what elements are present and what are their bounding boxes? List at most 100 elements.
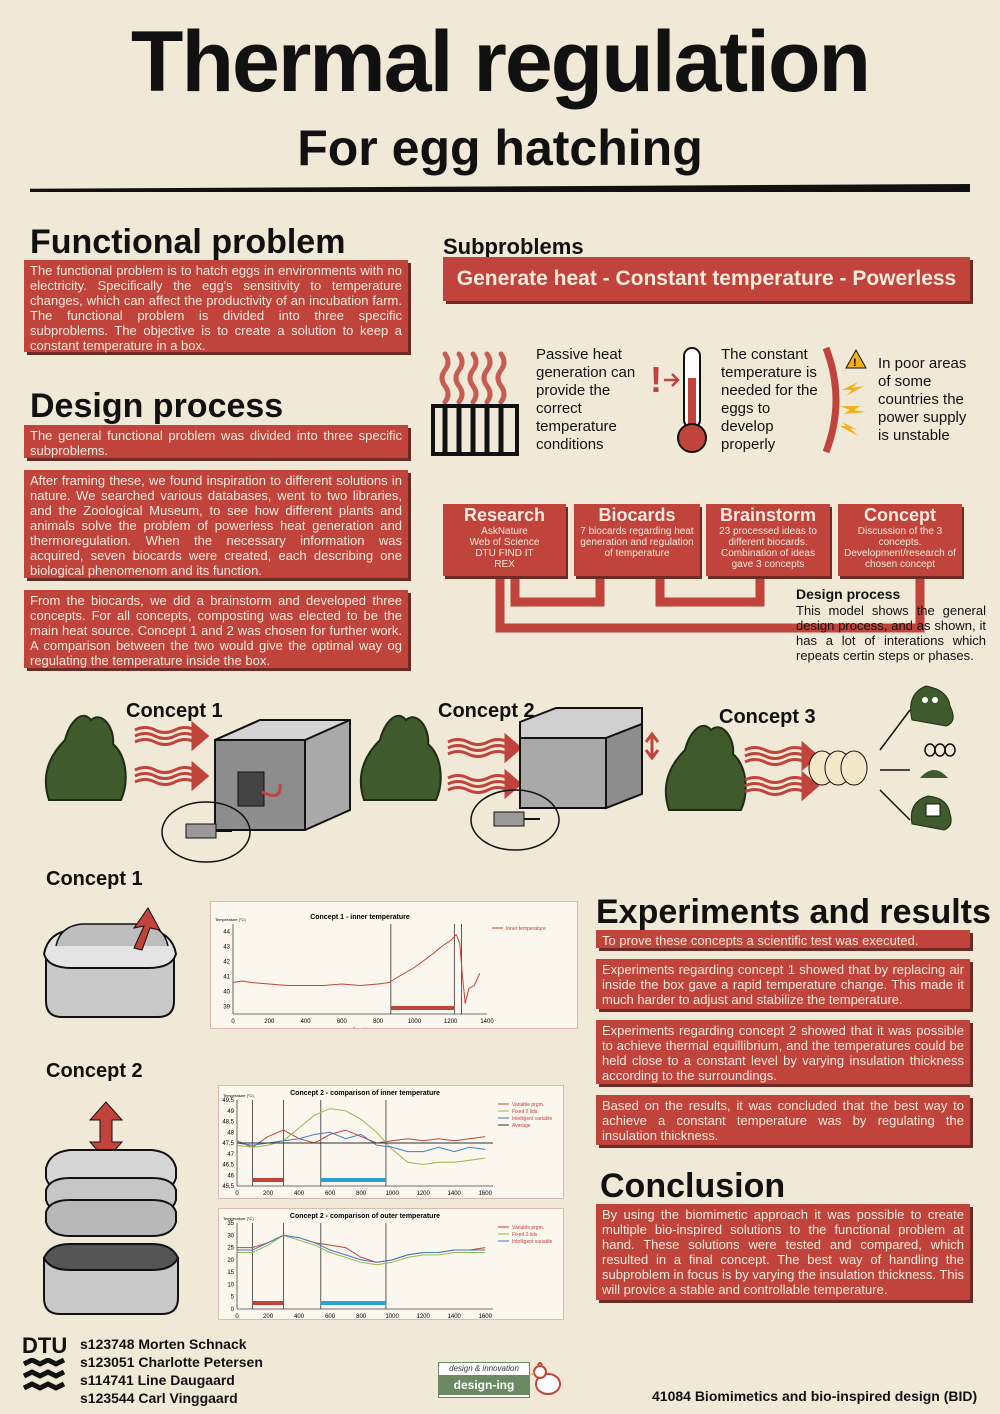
- title-rule: [30, 184, 970, 192]
- subproblem-power-text: In poor areas of some countries the powe…: [878, 355, 967, 444]
- stage-brainstorm-title: Brainstorm: [719, 505, 817, 525]
- chart1-xtick: 1400: [448, 1191, 462, 1197]
- chart2-ytick: 20: [227, 1258, 234, 1264]
- concept3-label: Concept 3: [719, 706, 816, 728]
- chart2-xtick: 400: [294, 1314, 305, 1320]
- process-note-heading: Design process: [796, 586, 901, 602]
- course-label: 41084 Biomimetics and bio-inspired desig…: [652, 1388, 978, 1404]
- chart2-legend-label: Intelligent variable: [512, 1239, 553, 1245]
- chart1-title: Concept 2 - comparison of inner temperat…: [290, 1090, 440, 1097]
- chart1-xlabel: Time (s): [358, 1198, 373, 1199]
- author-list: s123748 Morten Schnack s123051 Charlotte…: [80, 1335, 263, 1407]
- chart1-legend-label: Fixed 2 lids: [512, 1109, 538, 1115]
- poster-subtitle: For egg hatching: [297, 120, 703, 176]
- experiments-text-3: Experiments regarding concept 2 showed t…: [596, 1020, 970, 1084]
- chart1-ytick: 45,5: [222, 1184, 234, 1190]
- chart0-xlabel: Time (s): [353, 1026, 368, 1029]
- chart2-ytick: 15: [227, 1270, 234, 1276]
- stage-biocards-title: Biocards: [598, 505, 676, 525]
- chart2-ytick: 10: [227, 1282, 234, 1288]
- chart1-ytick: 47: [227, 1152, 234, 1158]
- design-heading: Design process: [30, 387, 284, 425]
- concept2-side-label: Concept 2: [46, 1060, 143, 1082]
- chart1-xtick: 400: [294, 1191, 305, 1197]
- chart2-ytick: 5: [231, 1295, 235, 1301]
- subproblems-heading: Subproblems: [443, 234, 584, 259]
- experiments-text-4: Based on the results, it was concluded t…: [596, 1095, 970, 1145]
- author-4: s123544 Carl Vinggaard: [80, 1390, 238, 1406]
- chart2-xtick: 600: [325, 1314, 336, 1320]
- chart2-ytick: 25: [227, 1246, 234, 1252]
- radiator-icon: [431, 351, 519, 456]
- chart2-ytick: 35: [227, 1221, 234, 1227]
- stage-research-title: Research: [463, 505, 546, 525]
- chart1-ylabel: Temperature (°C): [223, 1093, 254, 1098]
- experiments-heading: Experiments and results: [596, 893, 991, 931]
- concept1-side-label: Concept 1: [46, 868, 143, 890]
- poster-title: Thermal regulation: [130, 14, 871, 110]
- process-note-text: This model shows the general design proc…: [796, 603, 986, 663]
- design-ing-badge: design & innovation design-ing: [438, 1362, 530, 1398]
- chicken-icon: [530, 1362, 561, 1395]
- author-3: s114741 Line Daugaard: [80, 1372, 235, 1388]
- chart1-xtick: 1200: [417, 1191, 431, 1197]
- subproblem-temperature-text: The constant temperature is needed for t…: [721, 346, 818, 453]
- process-loop-arrows: [495, 576, 925, 633]
- chart0-legend-label: Inner temperature: [506, 926, 546, 932]
- concept1-box-illustration: [42, 907, 178, 1018]
- conclusion-heading: Conclusion: [600, 1167, 786, 1205]
- chart1-ytick: 46: [227, 1173, 234, 1179]
- chart1-series-line: [236, 1131, 486, 1153]
- chart1-legend-label: Intelligent variable: [512, 1116, 553, 1122]
- chart0-ytick: 44: [223, 930, 230, 936]
- chart0-ytick: 39: [223, 1005, 230, 1011]
- functional-text: The functional problem is to hatch eggs …: [24, 260, 408, 353]
- concept2-box-illustration: [42, 1101, 180, 1315]
- chart1-ytick: 48,5: [222, 1120, 234, 1126]
- chart2-xtick: 1400: [448, 1314, 462, 1320]
- chart0-xtick: 1200: [444, 1019, 458, 1025]
- conclusion-text: By using the biomimetic approach it was …: [596, 1204, 970, 1300]
- subproblems-bar: Generate heat - Constant temperature - P…: [443, 257, 970, 301]
- chart2-xtick: 0: [235, 1314, 239, 1320]
- concept-illustrations: [44, 685, 956, 863]
- chart2-xtick: 1600: [479, 1314, 493, 1320]
- concept1-label: Concept 1: [126, 700, 223, 722]
- chart0-ylabel: Temperature (°C): [215, 917, 246, 922]
- chart0-xtick: 600: [337, 1019, 348, 1025]
- concept2-label: Concept 2: [438, 700, 535, 722]
- author-2: s123051 Charlotte Petersen: [80, 1354, 263, 1370]
- chart1-ytick: 49: [227, 1109, 234, 1115]
- chart1-ytick: 49,5: [222, 1098, 234, 1104]
- experiments-text-2: Experiments regarding concept 1 showed t…: [596, 959, 970, 1009]
- badge-bottom-text: design-ing: [439, 1375, 529, 1395]
- stage-brainstorm-desc: 23 processed ideas to different biocards…: [719, 526, 817, 570]
- chart1-legend-label: Average: [512, 1123, 531, 1129]
- chart0-ytick: 42: [223, 960, 230, 966]
- chart2-ytick: 0: [231, 1307, 235, 1313]
- power-warning-icon: !: [822, 346, 867, 454]
- svg-text:!: !: [650, 359, 662, 400]
- design-text-1: The general functional problem was divid…: [24, 425, 408, 458]
- chart1-xtick: 0: [235, 1191, 239, 1197]
- dtu-logo: DTU: [22, 1334, 70, 1403]
- svg-text:!: !: [853, 357, 857, 369]
- chart0-ytick: 41: [223, 975, 230, 981]
- dtu-waves-icon: [22, 1357, 66, 1391]
- design-text-2: After framing these, we found inspiratio…: [24, 470, 408, 578]
- chart1-legend-label: Variable prgm.: [512, 1102, 544, 1108]
- chart2-ylabel: Temperature (°C): [223, 1216, 254, 1221]
- dtu-logo-text: DTU: [22, 1333, 68, 1358]
- design-text-3: From the biocards, we did a brainstorm a…: [24, 590, 408, 668]
- stage-biocards: Biocards 7 biocards regarding heat gener…: [574, 504, 700, 576]
- chart0-xtick: 1400: [480, 1019, 494, 1025]
- author-1: s123748 Morten Schnack: [80, 1336, 247, 1352]
- chart2-series-line: [237, 1234, 486, 1266]
- concept2-outer-temp-chart: Concept 2 - comparison of outer temperat…: [218, 1208, 564, 1320]
- chart0-ytick: 40: [223, 990, 230, 996]
- badge-top-text: design & innovation: [449, 1364, 519, 1373]
- chart0-xtick: 800: [373, 1019, 384, 1025]
- chart2-xtick: 200: [263, 1314, 274, 1320]
- chart0-series-line: [232, 933, 481, 1004]
- subproblem-heat-text: Passive heat generation can provide the …: [536, 346, 636, 453]
